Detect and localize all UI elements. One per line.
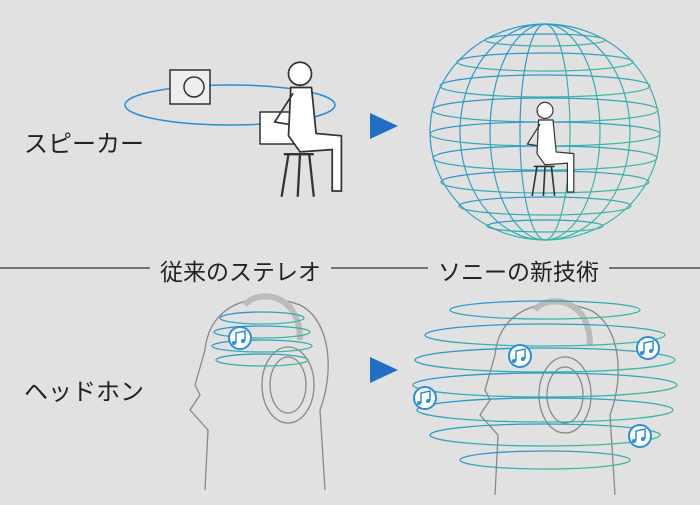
play-arrow-icon xyxy=(370,113,398,139)
play-arrow-icon xyxy=(370,357,398,383)
music-note-icon xyxy=(228,326,252,350)
speaker-scene xyxy=(124,61,343,198)
sound-rings xyxy=(211,311,313,367)
head-with-headphones-icon xyxy=(189,293,329,491)
sound-rings xyxy=(412,300,678,470)
headphone-label: ヘッドホン xyxy=(24,378,144,406)
music-note-icon xyxy=(413,386,437,410)
music-note-icon xyxy=(628,424,652,448)
seated-person-icon xyxy=(526,101,575,197)
sony-technology-heading: ソニーの新技術 xyxy=(428,253,609,287)
conventional-stereo-heading: 従来のステレオ xyxy=(150,253,331,287)
speaker-icon xyxy=(169,69,299,145)
music-note-icon xyxy=(636,336,660,360)
music-note-icon xyxy=(508,344,532,368)
speaker-label: スピーカー xyxy=(24,130,144,158)
head-with-headphones-icon xyxy=(479,298,619,496)
